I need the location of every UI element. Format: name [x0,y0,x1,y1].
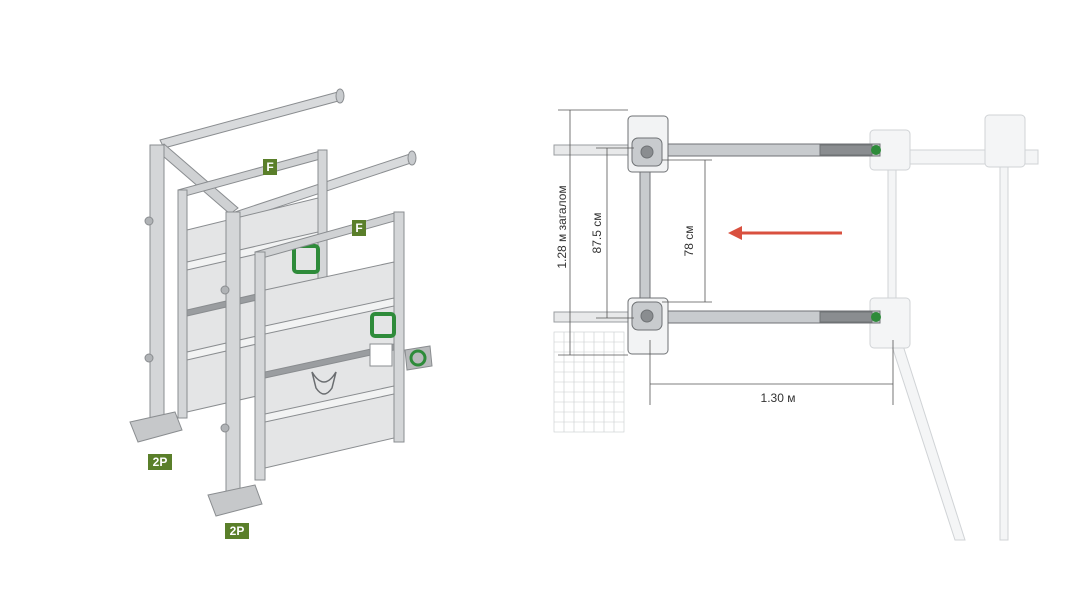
plan-stub-top [553,144,631,156]
top-rail-back [159,88,345,149]
plan-post-bottom [627,297,669,355]
plan-faded-section [869,114,1039,541]
plan-stub-bottom [553,311,631,323]
plan-mesh [553,331,625,433]
badge-f-front: F [352,220,366,236]
dimension-lines [558,109,894,405]
dim-inner-height: 87.5 см [590,212,604,254]
badge-2p-back: 2P [148,454,172,470]
direction-arrow [728,226,842,240]
plan-gate-bottom [659,310,881,324]
post-right [207,211,263,517]
plan-gate-top [659,143,881,157]
dim-width: 1.30 м [760,391,796,405]
front-gate [254,211,433,481]
gate-isometric-drawing [129,88,433,517]
gate-plan-drawing [553,109,1039,541]
badge-f-back: F [263,159,277,175]
plan-gate-vertical [639,167,651,299]
plan-post-top [627,115,669,173]
post-left [129,144,183,443]
dim-total-height: 1.28 м загалом [555,185,569,269]
dim-opening: 78 см [682,225,696,257]
badge-2p-front: 2P [225,523,249,539]
